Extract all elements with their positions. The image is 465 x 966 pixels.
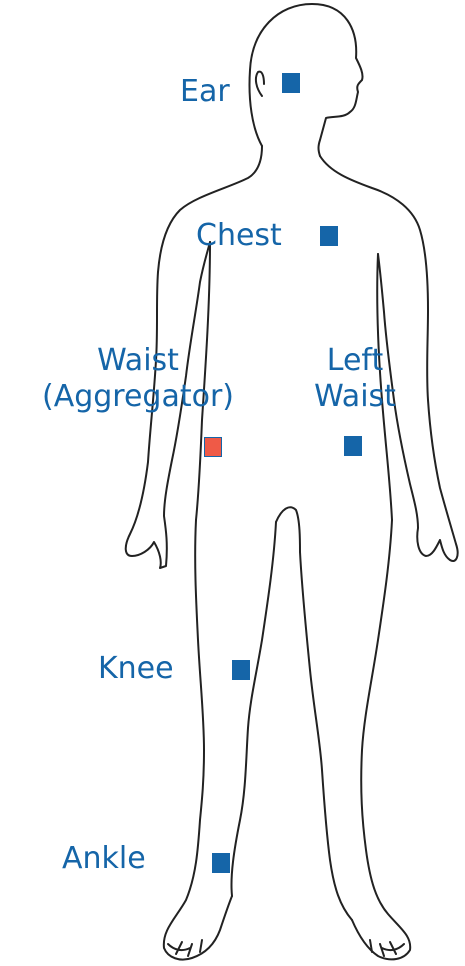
knee-sensor-marker: [232, 660, 250, 680]
left-leg-outer: [164, 520, 232, 960]
ankle-sensor-marker: [212, 853, 230, 873]
left-waist-label: Left Waist: [300, 343, 410, 415]
knee-label: Knee: [98, 651, 174, 687]
crotch-outline: [276, 507, 300, 552]
chest-sensor-marker: [320, 226, 338, 246]
right-leg-inner: [300, 552, 352, 920]
left-foot-toes: [168, 940, 202, 956]
ear-outline: [256, 72, 264, 96]
waist-aggregator-sensor-marker: [204, 437, 222, 457]
ear-label: Ear: [180, 74, 230, 110]
left-waist-label-line2: Waist: [300, 379, 410, 415]
waist-aggregator-label: Waist (Aggregator): [18, 343, 258, 415]
ear-sensor-marker: [282, 73, 300, 93]
waist-label-line2: (Aggregator): [18, 379, 258, 415]
ankle-label: Ankle: [62, 841, 146, 877]
right-leg-outer: [352, 520, 410, 959]
chest-label: Chest: [196, 218, 282, 254]
left-leg-inner: [231, 522, 276, 896]
waist-label-line1: Waist: [18, 343, 258, 379]
left-waist-sensor-marker: [344, 436, 362, 456]
left-waist-label-line1: Left: [300, 343, 410, 379]
head-outline: [250, 4, 363, 156]
